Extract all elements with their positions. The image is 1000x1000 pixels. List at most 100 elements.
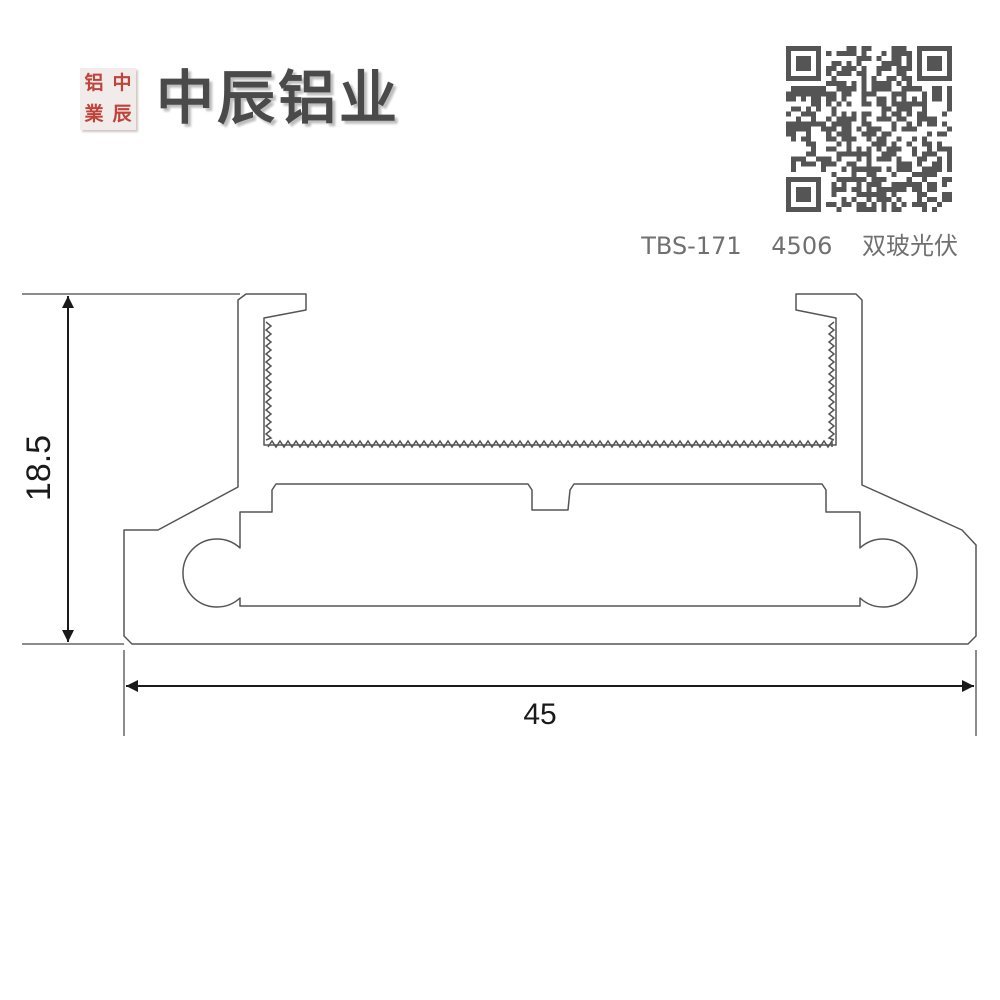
qr-module [836,71,842,77]
qr-module [916,46,952,52]
qr-module [866,181,872,187]
qr-module [811,121,817,127]
qr-module [931,91,937,97]
qr-module [916,186,922,192]
seal-char: 中 [112,72,132,94]
qr-module [801,136,807,142]
qr-module [891,181,897,187]
qr-module [846,101,852,107]
qr-module [811,116,817,122]
qr-module [811,161,817,167]
qr-module [821,166,827,172]
qr-module [861,116,867,122]
qr-module [851,81,857,87]
qr-module [816,156,822,162]
qr-module [816,91,822,97]
qr-module [836,176,842,182]
qr-module [836,131,842,137]
qr-module [921,116,927,122]
qr-module [831,76,837,82]
qr-module [796,186,812,202]
qr-module [901,126,907,132]
qr-module [836,86,842,92]
qr-module [856,201,862,207]
qr-module [926,121,932,127]
qr-module [831,121,837,127]
qr-module [931,166,937,172]
qr-module [831,61,837,67]
qr-module [826,136,832,142]
qr-module [946,151,952,157]
qr-module [791,166,797,172]
qr-module [881,101,887,107]
qr-module [826,51,832,57]
qr-module [861,201,867,207]
qr-module [901,91,907,97]
qr-module [841,131,847,137]
qr-module [936,131,942,137]
qr-module [866,186,872,192]
qr-module [831,136,837,142]
qr-module [916,161,922,167]
qr-module [916,116,922,122]
qr-module [791,131,797,137]
qr-module [881,196,887,202]
qr-module [881,191,887,197]
qr-module [801,86,807,92]
qr-module [801,91,807,97]
product-caption: TBS-171 4506 双玻光伏 [641,230,958,262]
qr-module [786,111,792,117]
qr-module [896,91,902,97]
qr-module [891,191,897,197]
qr-module [891,146,897,152]
qr-module [861,71,867,77]
qr-module [846,51,852,57]
qr-module [806,91,812,97]
qr-module [941,146,947,152]
qr-module [831,126,837,132]
qr-module [946,126,952,132]
qr-module [931,86,937,92]
qr-module [871,191,877,197]
qr-module [866,101,872,107]
qr-module [931,206,937,212]
qr-module [836,101,842,107]
qr-module [841,66,847,72]
qr-module [946,101,952,107]
qr-module [931,171,937,177]
qr-module [896,116,902,122]
qr-module [836,156,842,162]
qr-module [871,181,877,187]
qr-module [831,201,837,207]
qr-module [791,121,797,127]
qr-module [926,141,932,147]
qr-module [841,116,847,122]
qr-module [926,171,932,177]
qr-module [886,66,892,72]
qr-module [931,121,937,127]
qr-module [916,101,922,107]
qr-module [791,106,797,112]
qr-module [861,56,867,62]
qr-module [911,126,917,132]
qr-module [861,176,867,182]
qr-module [921,206,927,212]
qr-module [946,146,952,152]
qr-module [856,71,862,77]
qr-module [851,176,857,182]
qr-module [936,96,942,102]
qr-module [871,126,877,132]
qr-module [881,201,887,207]
qr-module [886,156,892,162]
qr-module [891,101,897,107]
qr-module [891,151,897,157]
qr-module [821,156,827,162]
qr-module [801,156,807,162]
qr-module [891,121,897,127]
qr-module [831,171,837,177]
qr-module [846,61,852,67]
qr-module [796,126,802,132]
qr-module [831,106,837,112]
qr-module [876,96,882,102]
qr-module [816,46,822,82]
